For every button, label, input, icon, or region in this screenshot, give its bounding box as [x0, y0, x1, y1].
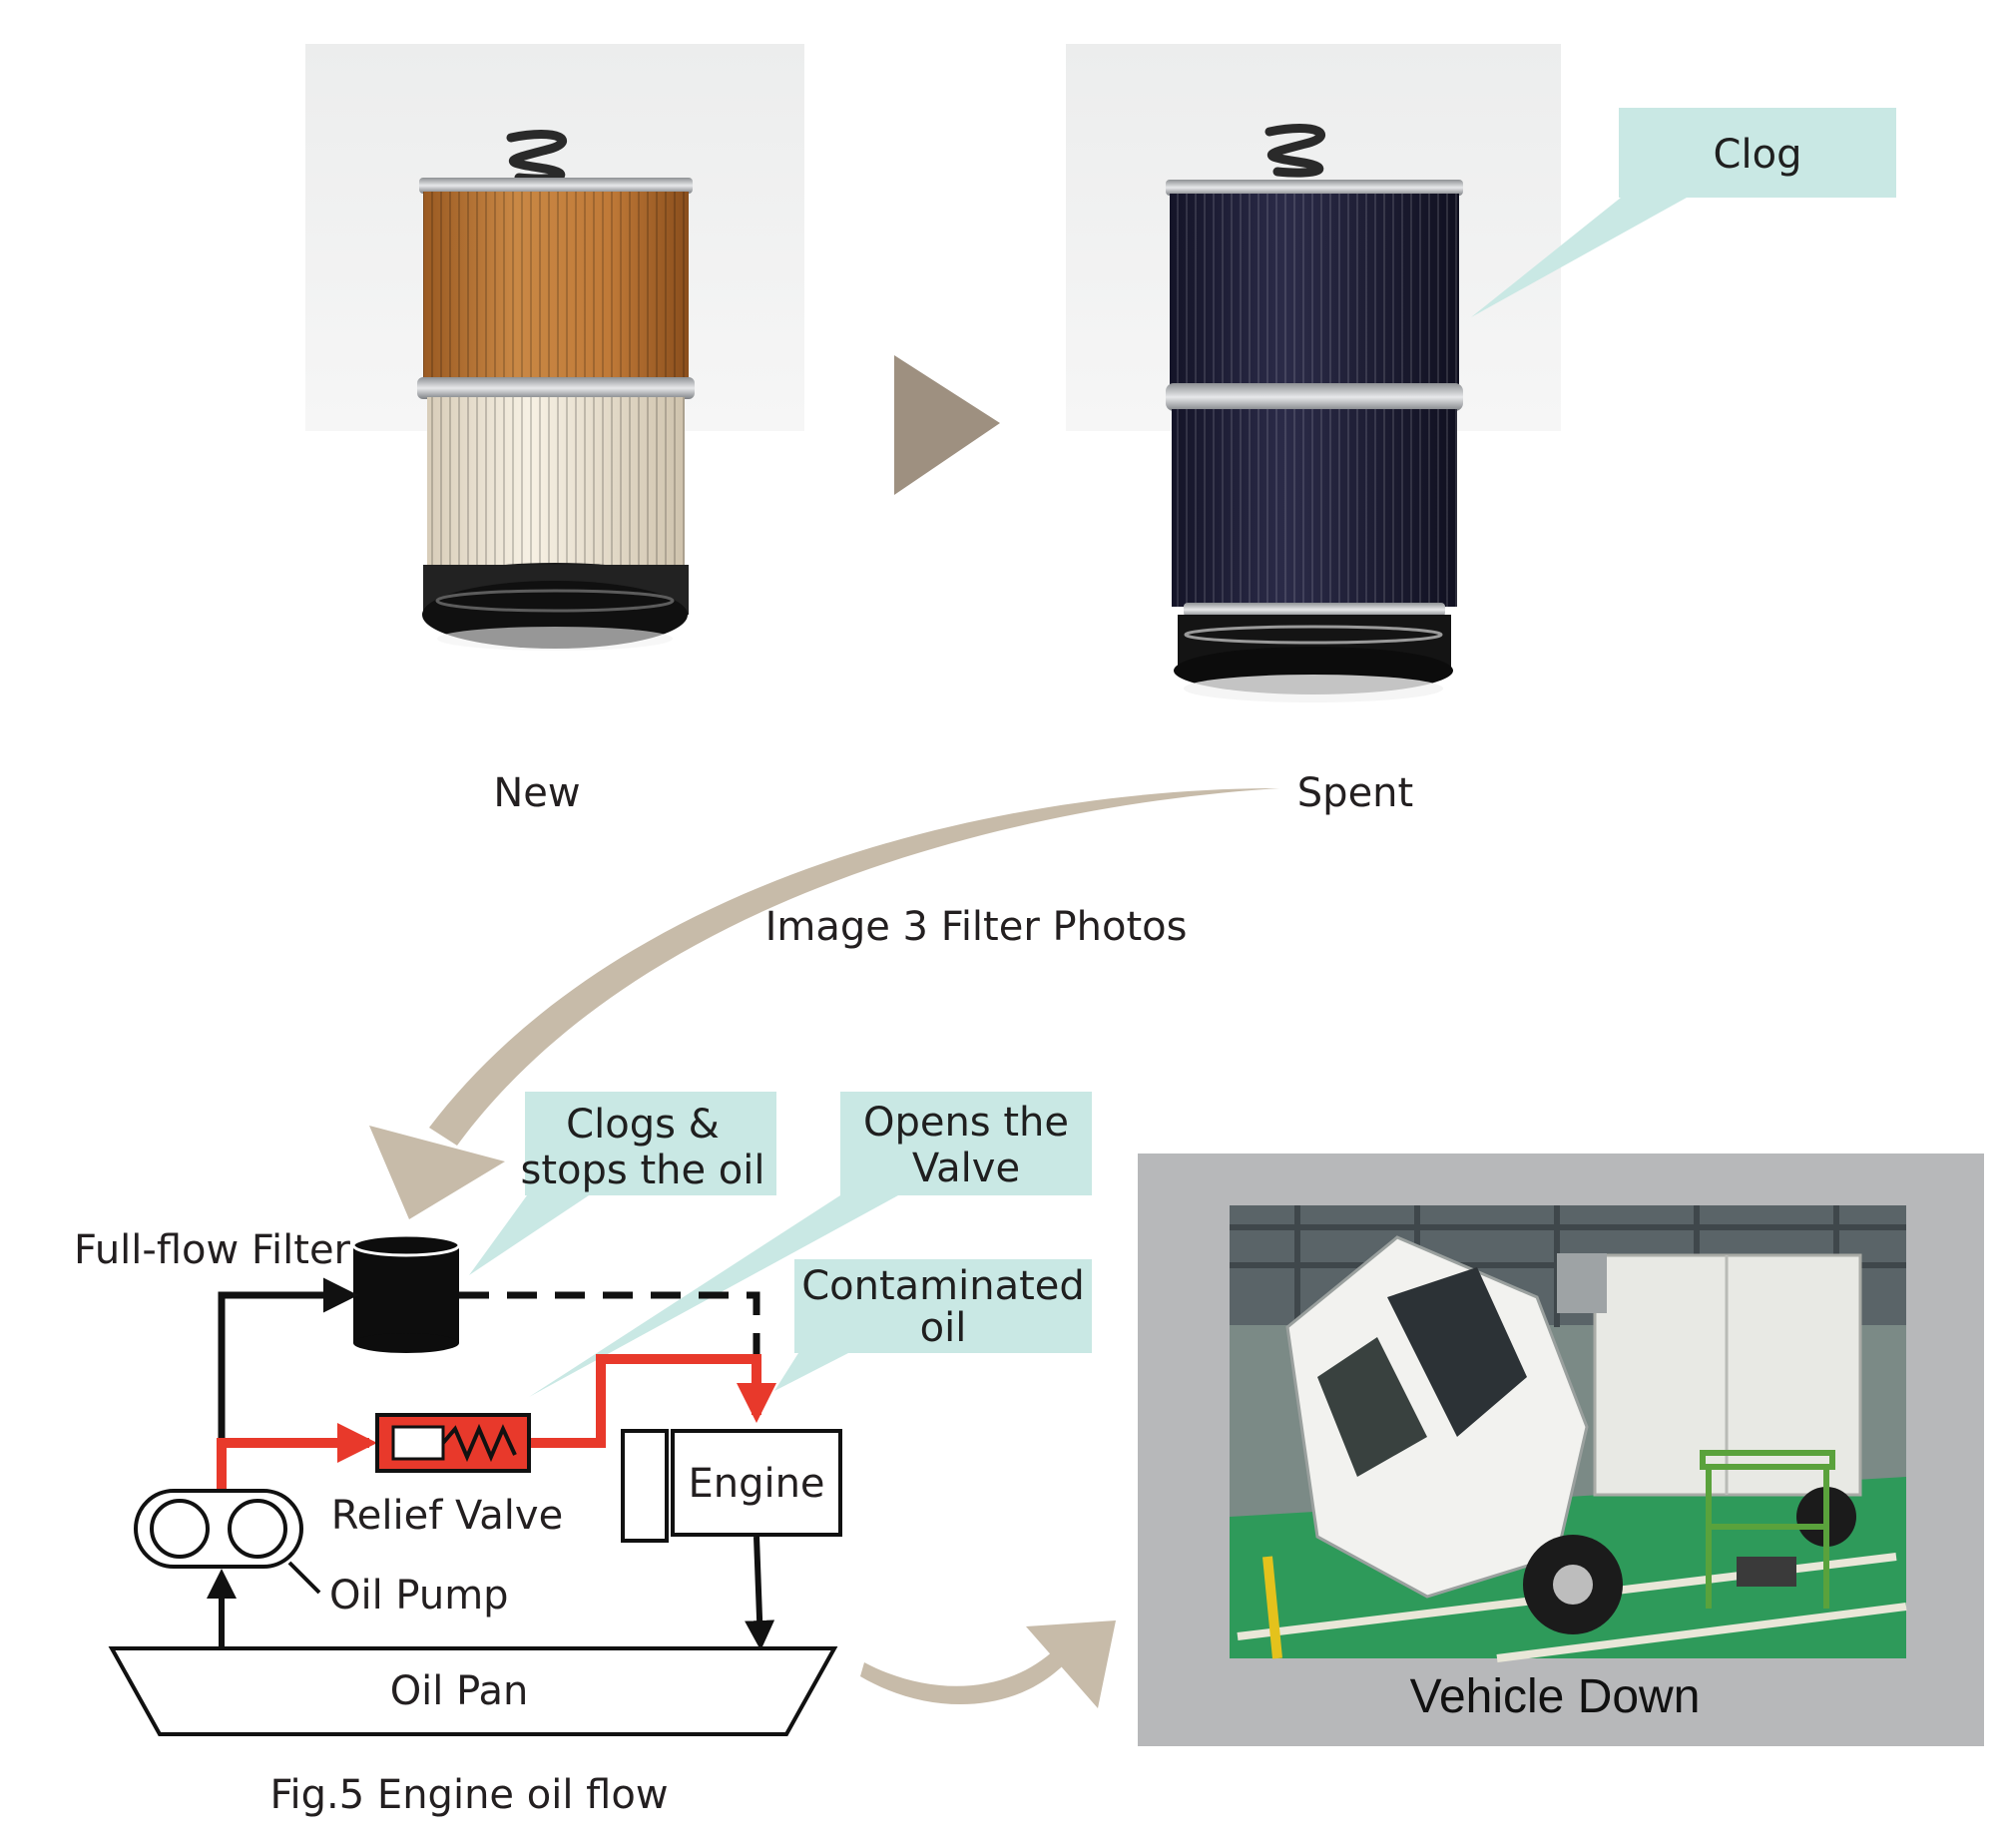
flow-line-filter-to-engine-dashed	[459, 1291, 760, 1357]
oil-pump-icon	[134, 1489, 321, 1595]
oil-pan-label: Oil Pan	[390, 1668, 529, 1714]
diagram-caption: Fig.5 Engine oil flow	[269, 1772, 668, 1818]
photos-caption: Image 3 Filter Photos	[765, 904, 1188, 950]
relief-valve-label: Relief Valve	[331, 1493, 563, 1539]
clog-callout: Clog	[1471, 108, 1896, 317]
oil-pump-label: Oil Pump	[329, 1573, 509, 1618]
triangle-arrow-icon	[894, 355, 1000, 495]
callout-contaminated-line2: oil	[920, 1305, 967, 1351]
relief-valve-icon	[375, 1413, 531, 1473]
flow-line-engine-to-pan	[745, 1536, 775, 1650]
clog-callout-text: Clog	[1714, 132, 1802, 178]
vehicle-down-label: Vehicle Down	[1410, 1670, 1701, 1723]
callout-clogs-line1: Clogs &	[566, 1102, 720, 1148]
vehicle-down-panel: Vehicle Down	[1138, 1154, 1984, 1746]
flow-line-valve-to-engine	[529, 1354, 776, 1448]
callout-valve-line1: Opens the	[863, 1100, 1069, 1146]
full-flow-filter-label: Full-flow Filter	[74, 1227, 351, 1273]
callout-valve-line2: Valve	[912, 1146, 1020, 1191]
new-label: New	[493, 770, 580, 816]
engine-label: Engine	[688, 1461, 824, 1507]
flow-line-pump-to-filter	[218, 1277, 358, 1493]
engine-icon	[621, 1429, 842, 1543]
full-flow-filter-icon	[351, 1233, 461, 1353]
callout-clogs-line2: stops the oil	[521, 1148, 765, 1193]
callout-contaminated-line1: Contaminated	[801, 1263, 1085, 1309]
callout-contaminated: Contaminated oil	[774, 1259, 1092, 1391]
spent-label: Spent	[1297, 770, 1413, 816]
spent-filter-photo	[1066, 44, 1561, 702]
flow-line-bypass-to-valve	[217, 1423, 377, 1493]
curved-arrow-icon	[369, 788, 1279, 1219]
new-filter-photo	[305, 44, 804, 651]
curved-arrow-to-vehicle-icon	[860, 1620, 1116, 1708]
callout-clogs: Clogs & stops the oil	[469, 1092, 776, 1275]
oil-pan-icon	[108, 1646, 838, 1736]
spring-icon	[506, 130, 567, 184]
spring-icon	[1264, 124, 1325, 178]
